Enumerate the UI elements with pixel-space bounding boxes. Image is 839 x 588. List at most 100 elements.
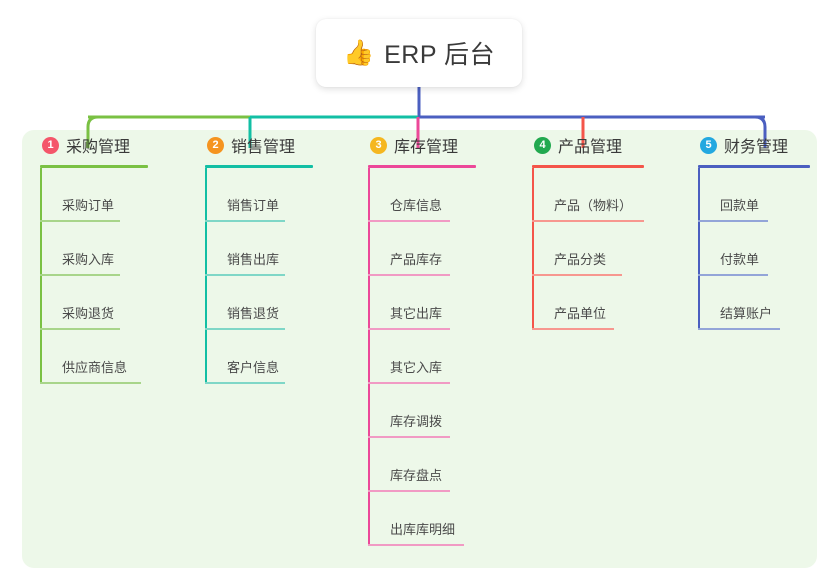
leaf-item-label: 采购退货 — [62, 306, 115, 321]
leaf-item-rule — [368, 490, 450, 492]
branch-column-5: 5 财务管理回款单付款单结算账户 — [698, 130, 810, 330]
branch-rule-1 — [40, 165, 148, 168]
leaf-item[interactable]: 产品库存 — [368, 222, 478, 276]
leaf-item-rule — [205, 274, 285, 276]
leaf-item-label: 产品库存 — [390, 252, 443, 267]
leaf-item-rule — [205, 328, 285, 330]
branch-spine-3 — [368, 168, 370, 546]
root-node[interactable]: 👍 ERP 后台 — [316, 19, 522, 87]
leaf-item-label: 产品分类 — [554, 252, 607, 267]
leaf-item-rule — [368, 436, 450, 438]
leaf-item[interactable]: 销售退货 — [205, 276, 315, 330]
leaf-item-label: 销售订单 — [227, 198, 280, 213]
branch-spine-2 — [205, 168, 207, 384]
leaf-item-label: 产品单位 — [554, 306, 607, 321]
leaf-item-label: 库存盘点 — [390, 468, 443, 483]
branch-spine-4 — [532, 168, 534, 330]
leaf-item-label: 客户信息 — [227, 360, 280, 375]
branch-header-3[interactable]: 3 库存管理 — [368, 130, 476, 160]
leaf-item-rule — [368, 328, 450, 330]
leaf-item[interactable]: 采购退货 — [40, 276, 150, 330]
leaf-item-rule — [205, 382, 285, 384]
branch-spine-1 — [40, 168, 42, 384]
leaf-item-label: 采购入库 — [62, 252, 115, 267]
branch-header-1[interactable]: 1 采购管理 — [40, 130, 148, 160]
leaf-item[interactable]: 采购订单 — [40, 168, 150, 222]
leaf-item[interactable]: 销售订单 — [205, 168, 315, 222]
leaf-item-label: 其它入库 — [390, 360, 443, 375]
leaf-item-label: 结算账户 — [720, 306, 773, 321]
branch-column-3: 3 库存管理仓库信息产品库存其它出库其它入库库存调拨库存盘点出库库明细 — [368, 130, 476, 546]
branch-column-4: 4 产品管理产品（物料） 产品分类产品单位 — [532, 130, 644, 330]
leaf-item-rule — [368, 220, 450, 222]
leaf-item[interactable]: 产品单位 — [532, 276, 642, 330]
leaf-item-label: 仓库信息 — [390, 198, 443, 213]
leaf-item[interactable]: 其它入库 — [368, 330, 478, 384]
branch-column-1: 1 采购管理采购订单采购入库采购退货供应商信息 — [40, 130, 148, 384]
leaf-item-label: 销售出库 — [227, 252, 280, 267]
leaf-item[interactable]: 仓库信息 — [368, 168, 478, 222]
branch-title-4: 产品管理 — [558, 139, 623, 156]
leaf-item-rule — [40, 382, 141, 384]
leaf-item[interactable]: 其它出库 — [368, 276, 478, 330]
leaf-item-label: 销售退货 — [227, 306, 280, 321]
branch-column-2: 2 销售管理销售订单销售出库销售退货客户信息 — [205, 130, 313, 384]
leaf-item-rule — [698, 274, 768, 276]
leaf-item-label: 回款单 — [720, 198, 760, 213]
leaf-item-label: 出库库明细 — [390, 522, 456, 537]
leaf-item-rule — [532, 274, 622, 276]
leaf-item[interactable]: 销售出库 — [205, 222, 315, 276]
branch-title-1: 采购管理 — [66, 139, 131, 156]
leaf-item-rule — [40, 274, 120, 276]
branch-badge-5: 5 — [700, 136, 717, 154]
leaf-item[interactable]: 产品（物料） — [532, 168, 644, 222]
branch-title-3: 库存管理 — [394, 139, 459, 156]
leaf-item[interactable]: 付款单 — [698, 222, 808, 276]
leaf-item-rule — [698, 220, 768, 222]
leaf-item-rule — [40, 220, 120, 222]
branch-body-1: 采购订单采购入库采购退货供应商信息 — [40, 168, 148, 384]
leaf-item-label: 采购订单 — [62, 198, 115, 213]
branch-rule-3 — [368, 165, 476, 168]
leaf-item-rule — [368, 544, 464, 546]
branch-header-5[interactable]: 5 财务管理 — [698, 130, 810, 160]
branch-body-3: 仓库信息产品库存其它出库其它入库库存调拨库存盘点出库库明细 — [368, 168, 476, 546]
leaf-item-label: 付款单 — [720, 252, 760, 267]
leaf-item[interactable]: 结算账户 — [698, 276, 808, 330]
leaf-item-rule — [40, 328, 120, 330]
branch-columns: 1 采购管理采购订单采购入库采购退货供应商信息 2 销售管理销售订单销售出库销售退货客… — [0, 130, 839, 568]
leaf-item[interactable]: 产品分类 — [532, 222, 642, 276]
leaf-item[interactable]: 库存调拨 — [368, 384, 478, 438]
branch-title-5: 财务管理 — [724, 139, 789, 156]
branch-header-2[interactable]: 2 销售管理 — [205, 130, 313, 160]
branch-rule-2 — [205, 165, 313, 168]
leaf-item-label: 供应商信息 — [62, 360, 128, 375]
leaf-item-label: 库存调拨 — [390, 414, 443, 429]
leaf-item[interactable]: 采购入库 — [40, 222, 150, 276]
leaf-item-label: 其它出库 — [390, 306, 443, 321]
branch-title-2: 销售管理 — [231, 139, 296, 156]
leaf-item[interactable]: 供应商信息 — [40, 330, 150, 384]
leaf-item[interactable]: 回款单 — [698, 168, 808, 222]
root-node-label: ERP 后台 — [384, 41, 496, 69]
branch-badge-2: 2 — [207, 136, 224, 154]
branch-header-4[interactable]: 4 产品管理 — [532, 130, 644, 160]
branch-badge-4: 4 — [534, 136, 551, 154]
leaf-item[interactable]: 出库库明细 — [368, 492, 478, 546]
branch-rule-4 — [532, 165, 644, 168]
thumbs-up-icon: 👍 — [342, 38, 375, 67]
leaf-item-label: 产品（物料） — [554, 198, 633, 213]
leaf-item-rule — [532, 220, 644, 222]
leaf-item-rule — [205, 220, 285, 222]
leaf-item[interactable]: 库存盘点 — [368, 438, 478, 492]
branch-spine-5 — [698, 168, 700, 330]
branch-badge-3: 3 — [370, 136, 387, 154]
leaf-item[interactable]: 客户信息 — [205, 330, 315, 384]
branch-badge-1: 1 — [42, 136, 59, 154]
leaf-item-rule — [368, 382, 450, 384]
leaf-item-rule — [698, 328, 780, 330]
leaf-item-rule — [532, 328, 614, 330]
branch-body-2: 销售订单销售出库销售退货客户信息 — [205, 168, 313, 384]
background-panel — [22, 130, 817, 568]
